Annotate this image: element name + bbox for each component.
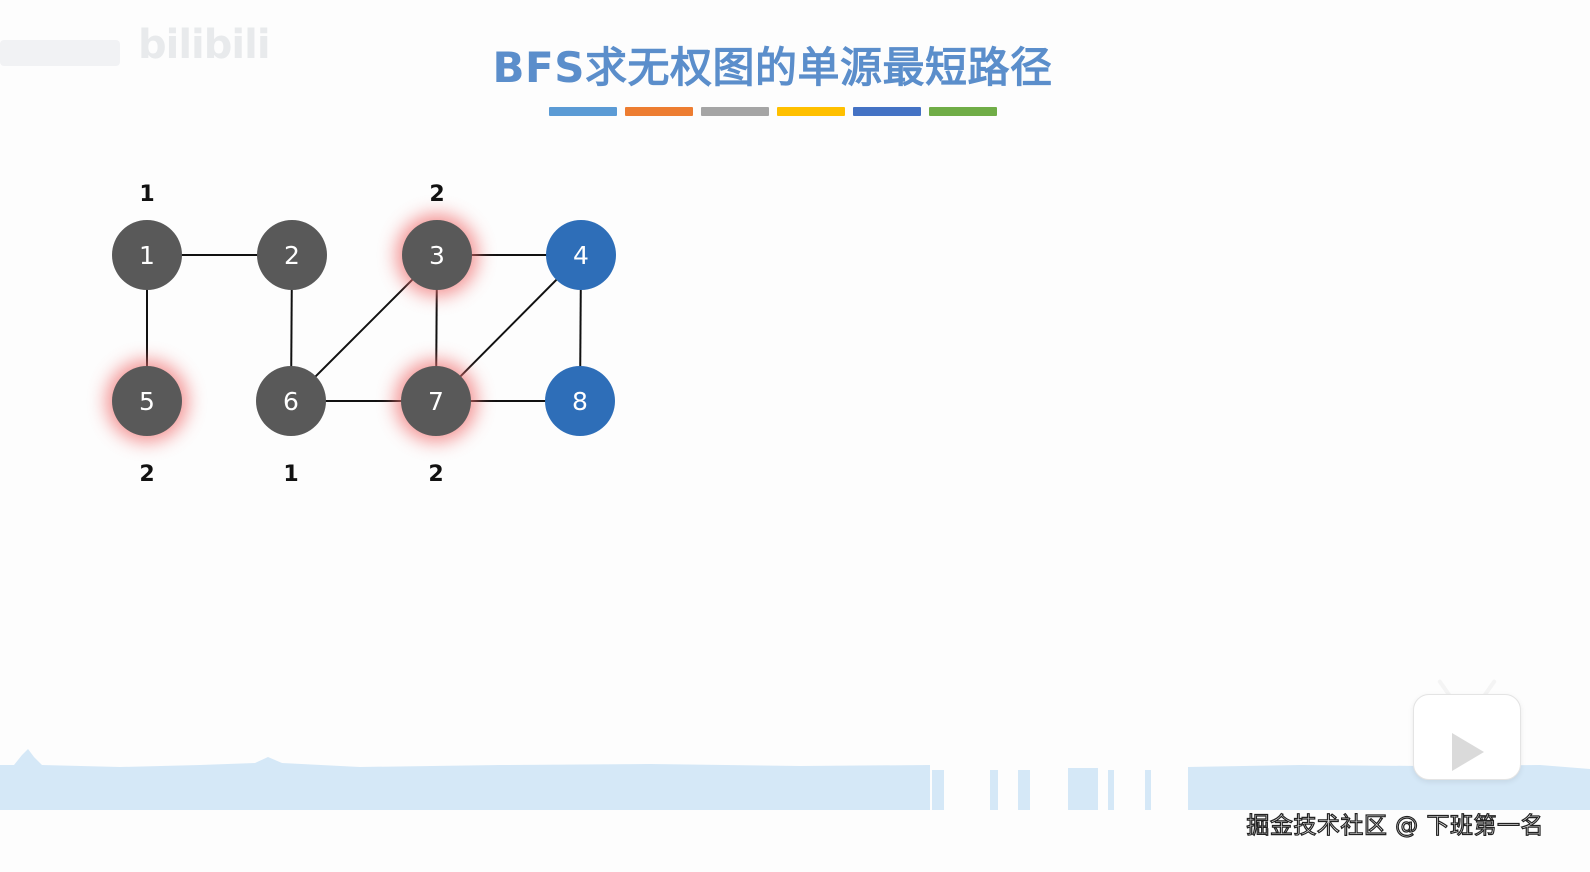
node-label: 3 xyxy=(429,241,445,270)
credit-text: 掘金技术社区 @ 下班第一名 xyxy=(1246,812,1544,839)
node-circle xyxy=(545,366,615,436)
node-1: 1 xyxy=(112,220,182,290)
bilibili-watermark: bilibili xyxy=(0,18,271,74)
color-swatch xyxy=(625,107,693,116)
node-circle xyxy=(546,220,616,290)
node-7: 7 xyxy=(395,360,477,442)
audio-waveform xyxy=(0,749,1590,810)
node-8: 8 xyxy=(545,366,615,436)
distance-label-1: 1 xyxy=(139,182,154,207)
node-circle xyxy=(401,366,471,436)
watermark-text: bilibili xyxy=(138,22,271,68)
node-label: 5 xyxy=(139,387,155,416)
node-circle xyxy=(112,220,182,290)
node-label: 4 xyxy=(573,241,589,270)
color-swatch xyxy=(929,107,997,116)
node-5: 5 xyxy=(106,360,188,442)
distance-label-3: 2 xyxy=(429,182,444,207)
play-button[interactable] xyxy=(1413,694,1521,780)
node-2: 2 xyxy=(257,220,327,290)
color-bar xyxy=(549,107,997,116)
play-icon[interactable] xyxy=(1452,733,1484,771)
node-label: 6 xyxy=(283,387,299,416)
play-widget[interactable] xyxy=(1413,678,1521,780)
color-swatch xyxy=(549,107,617,116)
node-label: 7 xyxy=(428,387,444,416)
watermark-block xyxy=(0,40,120,66)
node-4: 4 xyxy=(546,220,616,290)
distance-label-5: 2 xyxy=(139,462,154,487)
node-circle xyxy=(257,220,327,290)
node-circle xyxy=(112,366,182,436)
node-circle xyxy=(402,220,472,290)
color-swatch xyxy=(701,107,769,116)
node-label: 1 xyxy=(139,241,155,270)
color-swatch xyxy=(777,107,845,116)
node-label: 8 xyxy=(572,387,588,416)
node-circle xyxy=(256,366,326,436)
slide-title: BFS求无权图的单源最短路径 xyxy=(492,43,1053,92)
node-6: 6 xyxy=(256,366,326,436)
node-label: 2 xyxy=(284,241,300,270)
distance-label-7: 2 xyxy=(428,462,443,487)
distance-label-6: 1 xyxy=(283,462,298,487)
node-3: 3 xyxy=(396,214,478,296)
color-swatch xyxy=(853,107,921,116)
